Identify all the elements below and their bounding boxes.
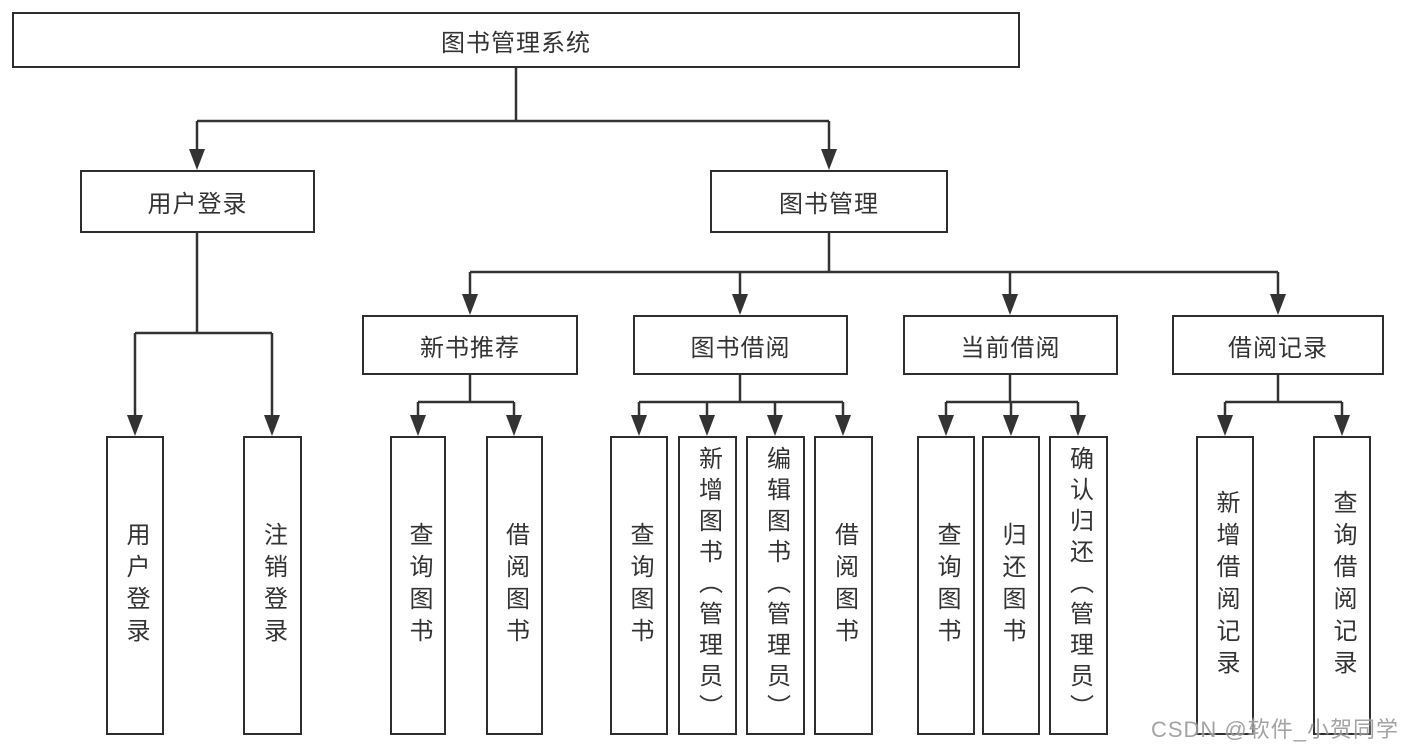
leaf-logout: 注销登录 — [243, 436, 302, 735]
arrow-down-icon — [835, 415, 851, 436]
arrow-down-icon — [767, 415, 783, 436]
node-label: 图书管理 — [779, 191, 879, 218]
arrow-down-icon — [410, 415, 426, 436]
arrow-down-icon — [462, 294, 478, 315]
connector-new-book-rec-to-leaves — [416, 375, 516, 420]
arrow-down-icon — [938, 415, 954, 436]
node-user-login: 用户登录 — [80, 170, 315, 233]
leaf-label: 借阅图书 — [830, 521, 858, 650]
leaf-user-login: 用户登录 — [106, 436, 164, 735]
arrow-down-icon — [127, 415, 143, 436]
node-new-book-recommendation: 新书推荐 — [362, 315, 578, 375]
arrow-down-icon — [1217, 415, 1233, 436]
leaf-add-books-admin: 新增图书（管理员） — [678, 436, 737, 735]
arrow-down-icon — [189, 149, 205, 170]
arrow-down-icon — [1270, 294, 1286, 315]
leaf-query-borrow-record: 查询借阅记录 — [1313, 436, 1371, 735]
arrow-down-icon — [1003, 415, 1019, 436]
node-label: 用户登录 — [147, 191, 248, 218]
leaf-borrow-books-recommend: 借阅图书 — [486, 436, 543, 735]
leaf-label: 用户登录 — [122, 521, 149, 650]
node-label: 图书借阅 — [690, 334, 791, 362]
node-label: 当前借阅 — [960, 334, 1061, 362]
leaf-query-books-current: 查询图书 — [917, 436, 975, 735]
leaf-label: 新增图书（管理员） — [694, 446, 722, 725]
csdn-watermark: CSDN @软件_小贺同学 — [1150, 717, 1399, 742]
arrow-down-icon — [699, 415, 715, 436]
arrow-down-icon — [506, 415, 522, 436]
arrow-down-icon — [264, 415, 280, 436]
leaf-label: 查询图书 — [405, 521, 432, 650]
node-library-management-system: 图书管理系统 — [12, 12, 1020, 68]
leaf-label: 查询图书 — [626, 521, 653, 650]
arrow-down-icon — [732, 294, 748, 315]
leaf-label: 借阅图书 — [501, 521, 529, 650]
arrow-down-icon — [1070, 415, 1086, 436]
leaf-label: 查询图书 — [933, 521, 960, 650]
connector-book-borrow-to-leaves — [637, 375, 845, 420]
node-label: 新书推荐 — [420, 334, 520, 362]
node-book-borrowing: 图书借阅 — [633, 315, 848, 375]
node-book-management: 图书管理 — [710, 170, 948, 233]
leaf-label: 注销登录 — [259, 521, 287, 650]
leaf-add-borrow-record: 新增借阅记录 — [1196, 436, 1254, 735]
leaf-edit-books-admin: 编辑图书（管理员） — [746, 436, 805, 735]
arrow-down-icon — [631, 415, 647, 436]
leaf-label: 确认归还（管理员） — [1065, 446, 1093, 725]
connector-user-login-to-leaves — [133, 233, 274, 420]
leaf-borrow-books-borrowing: 借阅图书 — [814, 436, 873, 735]
leaf-query-books-recommend: 查询图书 — [390, 436, 446, 735]
leaf-confirm-return-admin: 确认归还（管理员） — [1049, 436, 1108, 735]
node-label: 图书管理系统 — [441, 29, 591, 57]
connector-book-mgmt-to-level3 — [468, 233, 1280, 298]
leaf-query-books-borrowing: 查询图书 — [610, 436, 668, 735]
leaf-return-books: 归还图书 — [982, 436, 1040, 735]
node-current-borrowing: 当前借阅 — [903, 315, 1118, 375]
arrowheads — [127, 149, 1350, 436]
arrow-down-icon — [1002, 294, 1018, 315]
leaf-label: 查询借阅记录 — [1329, 489, 1356, 682]
leaf-label: 归还图书 — [998, 521, 1025, 650]
connector-borrow-records-to-leaves — [1223, 375, 1344, 420]
node-label: 借阅记录 — [1228, 334, 1328, 362]
connector-current-borrow-to-leaves — [944, 375, 1080, 420]
connector-root-to-level2 — [195, 68, 831, 152]
arrow-down-icon — [821, 149, 837, 170]
leaf-label: 编辑图书（管理员） — [762, 446, 790, 725]
leaf-label: 新增借阅记录 — [1212, 489, 1239, 682]
arrow-down-icon — [1334, 415, 1350, 436]
node-borrowing-records: 借阅记录 — [1172, 315, 1384, 375]
